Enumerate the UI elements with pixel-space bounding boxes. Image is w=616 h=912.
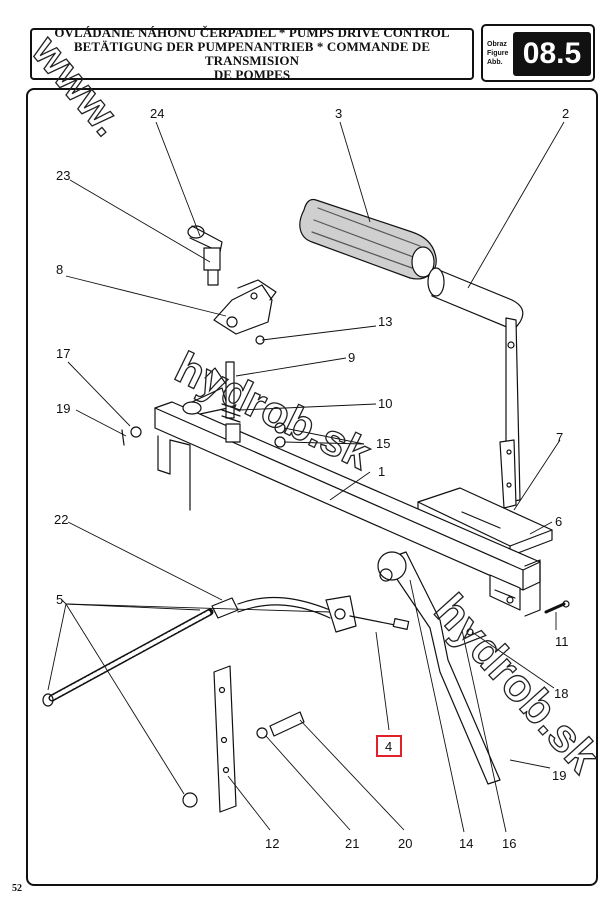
callout-2: 2 — [562, 106, 569, 121]
diagram-frame — [26, 88, 598, 886]
callout-1: 1 — [378, 464, 385, 479]
callout-19-right: 19 — [552, 768, 566, 783]
figure-labels: Obraz Figure Abb. — [487, 40, 508, 67]
callout-10: 10 — [378, 396, 392, 411]
main-frame-bar — [154, 401, 541, 617]
mounting-bracket — [213, 279, 277, 335]
callout-19-left: 19 — [56, 401, 70, 416]
callout-13: 13 — [378, 314, 392, 329]
anchor-plate — [182, 665, 305, 813]
highlighted-part-marker — [376, 735, 402, 757]
callout-14: 14 — [459, 836, 473, 851]
callout-11: 11 — [555, 634, 569, 649]
title-line-3: DE POMPES — [213, 67, 291, 82]
title-block: OVLÁDANIE NÁHONU ČERPADIEL * PUMPS DRIVE… — [30, 25, 474, 82]
callout-22: 22 — [54, 512, 68, 527]
callout-8: 8 — [56, 262, 63, 277]
callout-6: 6 — [555, 514, 562, 529]
callout-9: 9 — [348, 350, 355, 365]
callout-20: 20 — [398, 836, 412, 851]
figure-label-sk: Obraz — [487, 41, 507, 48]
cable-assembly — [42, 595, 410, 707]
handle-grip — [299, 198, 437, 280]
leader-lines — [47, 121, 565, 833]
page-number: 52 — [12, 883, 22, 894]
title-line-1: OVLÁDANIE NÁHONU ČERPADIEL * PUMPS DRIVE… — [54, 25, 450, 40]
callout-23: 23 — [56, 168, 70, 183]
callout-17: 17 — [56, 346, 70, 361]
callout-12: 12 — [265, 836, 279, 851]
callout-7: 7 — [556, 430, 563, 445]
swivel-fitting — [187, 225, 223, 286]
callout-24: 24 — [150, 106, 164, 121]
callout-3: 3 — [335, 106, 342, 121]
callout-18: 18 — [554, 686, 568, 701]
figure-number-box: Obraz Figure Abb. 08.5 — [481, 24, 595, 82]
operating-lever — [377, 551, 501, 785]
figure-label-de: Abb. — [487, 59, 503, 66]
latch-plate — [499, 439, 517, 509]
locking-pin — [544, 600, 570, 614]
callout-labels: 24 3 2 23 8 13 17 9 19 10 15 1 7 22 6 5 … — [54, 106, 569, 851]
callout-5: 5 — [56, 592, 63, 607]
figure-number: 08.5 — [513, 32, 591, 76]
clip-pin — [121, 426, 142, 446]
callout-15: 15 — [376, 436, 390, 451]
callout-16: 16 — [502, 836, 516, 851]
pivot-assembly — [182, 335, 286, 448]
callout-21: 21 — [345, 836, 359, 851]
callout-4: 4 — [385, 739, 392, 754]
title-line-2: BETÄTIGUNG DER PUMPENANTRIEB * COMMANDE … — [73, 39, 431, 68]
watermark-part-1: www. — [22, 26, 133, 145]
figure-label-en: Figure — [487, 50, 509, 57]
